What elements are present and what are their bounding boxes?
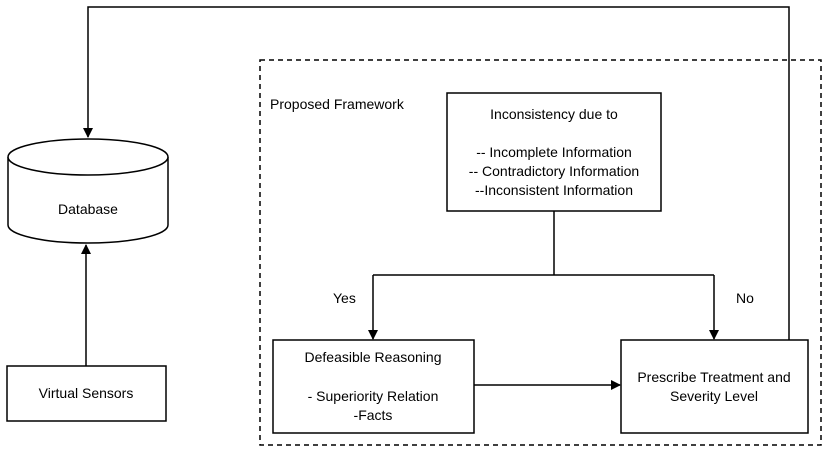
no-label: No [736, 290, 754, 306]
inconsistency-line-3: -- Incomplete Information [476, 144, 632, 160]
inconsistency-node: Inconsistency due to -- Incomplete Infor… [446, 92, 662, 212]
prescribe-line-1: Prescribe Treatment and [637, 369, 790, 385]
proposed-framework-frame [259, 59, 822, 446]
defeasible-line-4: -Facts [354, 407, 393, 423]
inconsistency-line-5: --Inconsistent Information [475, 182, 633, 198]
virtual-sensors-label: Virtual Sensors [39, 385, 134, 401]
database-label: Database [58, 201, 118, 217]
defeasible-reasoning-node: Defeasible Reasoning - Superiority Relat… [272, 339, 475, 434]
database-node: Database [7, 138, 169, 244]
edge-feedback-to-database [83, 6, 790, 340]
proposed-framework-label: Proposed Framework [270, 96, 405, 112]
defeasible-line-3: - Superiority Relation [308, 388, 439, 404]
virtual-sensors-node: Virtual Sensors [6, 365, 167, 422]
defeasible-line-1: Defeasible Reasoning [305, 349, 442, 365]
inconsistency-line-4: -- Contradictory Information [469, 163, 639, 179]
yes-label: Yes [333, 290, 356, 306]
inconsistency-line-1: Inconsistency due to [490, 106, 618, 122]
prescribe-line-2: Severity Level [670, 388, 758, 404]
prescribe-treatment-node: Prescribe Treatment and Severity Level [620, 339, 809, 434]
